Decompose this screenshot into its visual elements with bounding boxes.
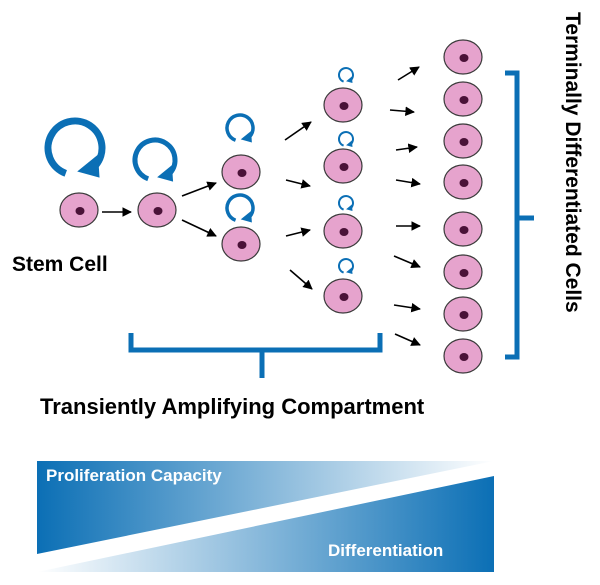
loop-arc xyxy=(338,258,354,274)
terminal-cell xyxy=(443,338,483,374)
terminal-cells-label: Terminally Differentiated Cells xyxy=(561,12,584,313)
transient-loop-icon xyxy=(338,67,354,84)
loop-arc xyxy=(338,67,354,83)
transient-cell xyxy=(221,154,261,190)
terminal-cell xyxy=(443,211,483,247)
loop-arrowhead xyxy=(240,210,252,223)
cell-nucleus xyxy=(459,54,469,62)
cell-nucleus xyxy=(339,163,349,171)
transient-bracket xyxy=(128,333,383,378)
self-renewal-loops xyxy=(44,67,354,275)
transient-loop-icon xyxy=(338,195,354,212)
loop-arc xyxy=(225,193,255,222)
stem-cell-label: Stem Cell xyxy=(12,253,108,276)
transient-loop-icon xyxy=(338,258,354,275)
cell-nucleus xyxy=(339,293,349,301)
arrow xyxy=(394,333,421,346)
cell-nucleus xyxy=(459,269,469,277)
terminal-cell xyxy=(443,164,483,200)
daughter-cell xyxy=(137,192,177,228)
arrow xyxy=(393,255,421,269)
transient-loop-icon xyxy=(225,113,255,143)
stem-cell xyxy=(59,192,99,228)
proliferation-wedge xyxy=(37,461,494,554)
transient-cell xyxy=(323,148,363,184)
loop-arrowhead xyxy=(77,154,100,178)
transient-cell xyxy=(323,278,363,314)
cell-nucleus xyxy=(237,241,247,249)
terminal-cell xyxy=(443,254,483,290)
cell-nucleus xyxy=(75,207,85,215)
cell-nucleus xyxy=(459,353,469,361)
loop-arc xyxy=(338,131,354,147)
cell-nucleus xyxy=(459,138,469,146)
arrow xyxy=(393,302,421,313)
cells-group xyxy=(59,39,483,374)
loop-arrowhead xyxy=(346,267,353,275)
arrow xyxy=(285,227,311,237)
loop-arc xyxy=(44,117,106,177)
proliferation-capacity-label: Proliferation Capacity xyxy=(46,466,222,485)
loop-arrowhead xyxy=(157,165,174,182)
arrow xyxy=(395,143,418,153)
arrow xyxy=(397,66,420,81)
arrow xyxy=(395,177,421,188)
cell-nucleus xyxy=(237,169,247,177)
loop-arc xyxy=(338,195,354,211)
cell-nucleus xyxy=(459,96,469,104)
arrow xyxy=(181,181,217,197)
transient-cell xyxy=(323,87,363,123)
transient-cell xyxy=(323,213,363,249)
differentiation-arrows xyxy=(102,66,421,346)
terminal-cell xyxy=(443,39,483,75)
transient-loop-icon xyxy=(225,193,255,223)
differentiation-label: Differentiation xyxy=(328,541,443,560)
cell-nucleus xyxy=(153,207,163,215)
daughter-cell-loop-icon xyxy=(132,137,178,182)
arrow xyxy=(289,269,313,290)
transient-loop-icon xyxy=(338,131,354,148)
cell-nucleus xyxy=(339,228,349,236)
terminal-cell xyxy=(443,123,483,159)
cell-nucleus xyxy=(459,179,469,187)
loop-arrowhead xyxy=(346,140,353,148)
loop-arrowhead xyxy=(240,130,252,143)
terminal-cell xyxy=(443,81,483,117)
loop-arc xyxy=(132,137,178,182)
loop-arrowhead xyxy=(346,204,353,212)
loop-arrowhead xyxy=(346,76,353,84)
arrow xyxy=(285,179,311,189)
arrow xyxy=(389,106,415,117)
loop-arc xyxy=(225,113,255,142)
cell-nucleus xyxy=(459,226,469,234)
cell-nucleus xyxy=(339,102,349,110)
arrow xyxy=(181,219,217,237)
transient-cell xyxy=(221,226,261,262)
stem-cell-loop-icon xyxy=(44,117,106,178)
differentiation-wedge xyxy=(37,476,494,572)
arrow xyxy=(284,121,312,141)
terminal-cell xyxy=(443,296,483,332)
transient-compartment-label: Transiently Amplifying Compartment xyxy=(40,394,425,419)
terminal-bracket xyxy=(505,70,534,360)
cell-nucleus xyxy=(459,311,469,319)
